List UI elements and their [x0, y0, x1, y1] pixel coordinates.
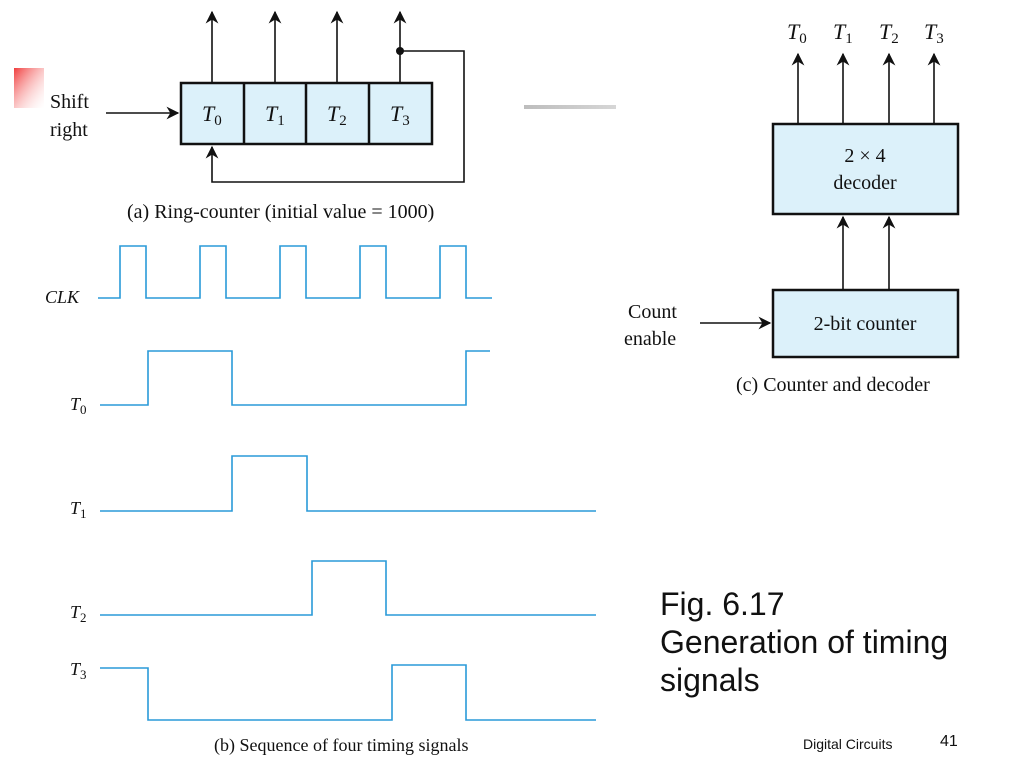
cell-t3-label: T3: [390, 101, 410, 129]
t3-signal-label: T3: [70, 659, 87, 682]
t0-waveform: [100, 350, 490, 406]
shift-right-label-2: right: [50, 119, 88, 141]
decoder-label-line2: decoder: [833, 172, 897, 194]
counter-decoder-caption: (c) Counter and decoder: [736, 374, 930, 396]
t2-signal-label: T2: [70, 602, 87, 625]
counter-label: 2-bit counter: [814, 313, 917, 335]
figure-title-line1: Generation of timing: [660, 624, 949, 660]
two-bit-counter-block: [771, 288, 960, 359]
cell-t1-label: T1: [265, 101, 285, 129]
red-accent-square: [14, 68, 44, 108]
t1-signal-label: T1: [70, 498, 87, 521]
decoder-output-t2-label: T2: [879, 19, 899, 47]
ring-counter-caption: (a) Ring-counter (initial value = 1000): [127, 201, 434, 223]
cell-t2-label: T2: [327, 101, 347, 129]
count-enable-label-2: enable: [624, 328, 676, 350]
count-enable-label: Count: [628, 301, 677, 323]
cell-t0-label: T0: [202, 101, 222, 129]
figure-title: Fig. 6.17 Generation of timing signals: [660, 585, 948, 699]
counter-decoder-panel: T0 T1 T2 T3 2 × 4 decoder 2-bit counter …: [624, 19, 960, 396]
figure-title-line2: signals: [660, 662, 760, 698]
decoder-label-line1: 2 × 4: [844, 145, 885, 167]
shift-right-label: Shift: [50, 91, 89, 113]
t0-signal-label: T0: [70, 394, 87, 417]
t1-waveform: [100, 455, 596, 512]
ring-counter-panel: Shift right T0 T1 T2 T3 (a) Ring-counter…: [50, 10, 465, 223]
decoder-block: [771, 122, 960, 216]
t3-waveform: [100, 664, 596, 721]
timing-diagram-caption: (b) Sequence of four timing signals: [214, 735, 468, 756]
timing-diagram-panel: CLK T0 T1 T2 T3 (b) Sequence of four tim…: [45, 245, 596, 756]
gray-accent-bar: [524, 105, 616, 109]
figure-number: Fig. 6.17: [660, 586, 785, 622]
page-number: 41: [940, 733, 958, 750]
feedback-wire: [205, 50, 465, 183]
decoder-output-t0-label: T0: [787, 19, 807, 47]
decoder-output-t3-label: T3: [924, 19, 944, 47]
clk-waveform: [98, 245, 492, 299]
footer-course-label: Digital Circuits: [803, 736, 893, 752]
t2-waveform: [100, 560, 596, 616]
decoder-output-t1-label: T1: [833, 19, 853, 47]
clk-signal-label: CLK: [45, 287, 80, 307]
